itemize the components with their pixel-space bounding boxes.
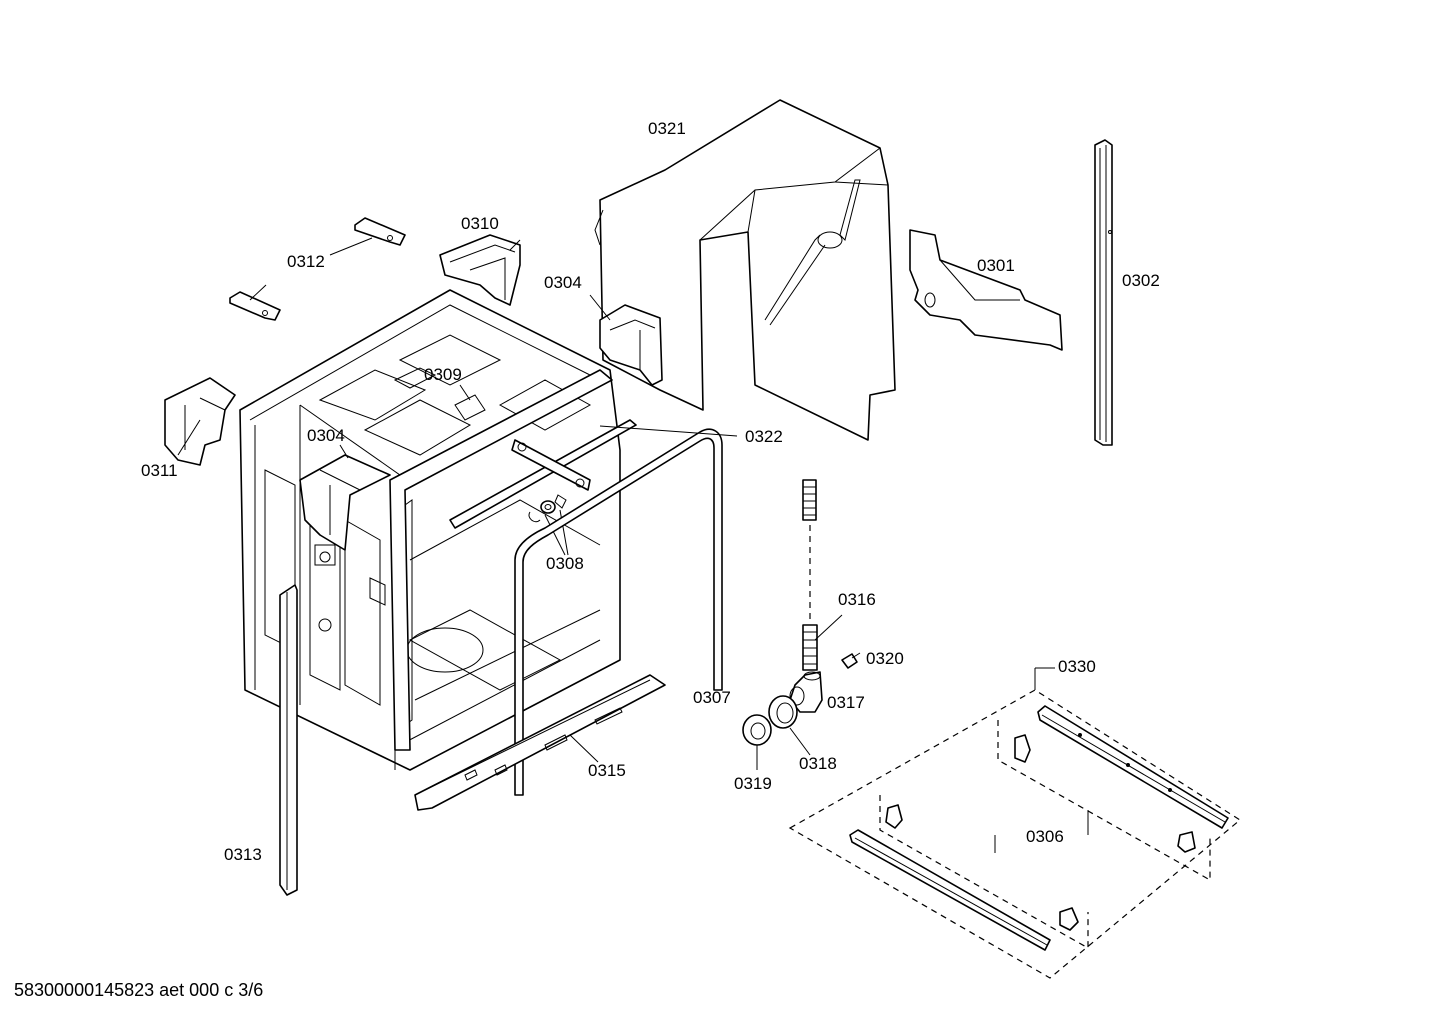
part-0312-plates <box>229 217 406 321</box>
label-0307: 0307 <box>693 688 731 707</box>
part-0317-elbow <box>789 671 823 713</box>
label-0304-upper: 0304 <box>544 273 582 292</box>
part-0316-hose <box>802 479 843 671</box>
label-0301: 0301 <box>977 256 1015 275</box>
part-0321-insulation-cover <box>594 99 896 441</box>
part-0315-lower-strip <box>414 674 666 811</box>
part-0307-door-gasket <box>514 428 723 796</box>
part-0320-screw <box>841 652 861 669</box>
label-0311: 0311 <box>141 461 178 480</box>
label-0320: 0320 <box>866 649 904 668</box>
label-0313: 0313 <box>224 845 262 864</box>
label-0315: 0315 <box>588 761 626 780</box>
part-0310-clip <box>439 234 521 306</box>
label-0330: 0330 <box>1058 657 1096 676</box>
label-0308: 0308 <box>546 554 584 573</box>
part-0322-seal-strip <box>389 369 637 751</box>
label-0322: 0322 <box>745 427 783 446</box>
label-0312: 0312 <box>287 252 325 271</box>
label-0302: 0302 <box>1122 271 1160 290</box>
label-0309: 0309 <box>424 365 462 384</box>
label-0318: 0318 <box>799 754 837 773</box>
drawing-reference-footer: 58300000145823 aet 000 c 3/6 <box>14 980 264 1000</box>
part-0302-side-strip <box>1094 139 1113 446</box>
part-0318-ring <box>768 695 811 756</box>
part-0301-bracket <box>909 229 1063 351</box>
part-0330-base-kit <box>788 667 1242 979</box>
part-0304-upper-clip <box>589 294 663 386</box>
label-0319: 0319 <box>734 774 772 793</box>
part-0311-side-clip <box>164 377 236 466</box>
leader-lines <box>177 239 738 459</box>
label-0317: 0317 <box>827 693 865 712</box>
label-0304-lower: 0304 <box>307 426 345 445</box>
part-labels: 0321 0302 0301 0310 0312 0304 0309 0304 … <box>141 119 1160 864</box>
label-0316: 0316 <box>838 590 876 609</box>
label-0310: 0310 <box>461 214 499 233</box>
part-0304-lower-clip <box>299 454 391 551</box>
part-0319-nut <box>742 714 772 770</box>
label-0321: 0321 <box>648 119 686 138</box>
label-0306: 0306 <box>1026 827 1064 846</box>
part-0313-vertical-rail <box>279 584 298 896</box>
